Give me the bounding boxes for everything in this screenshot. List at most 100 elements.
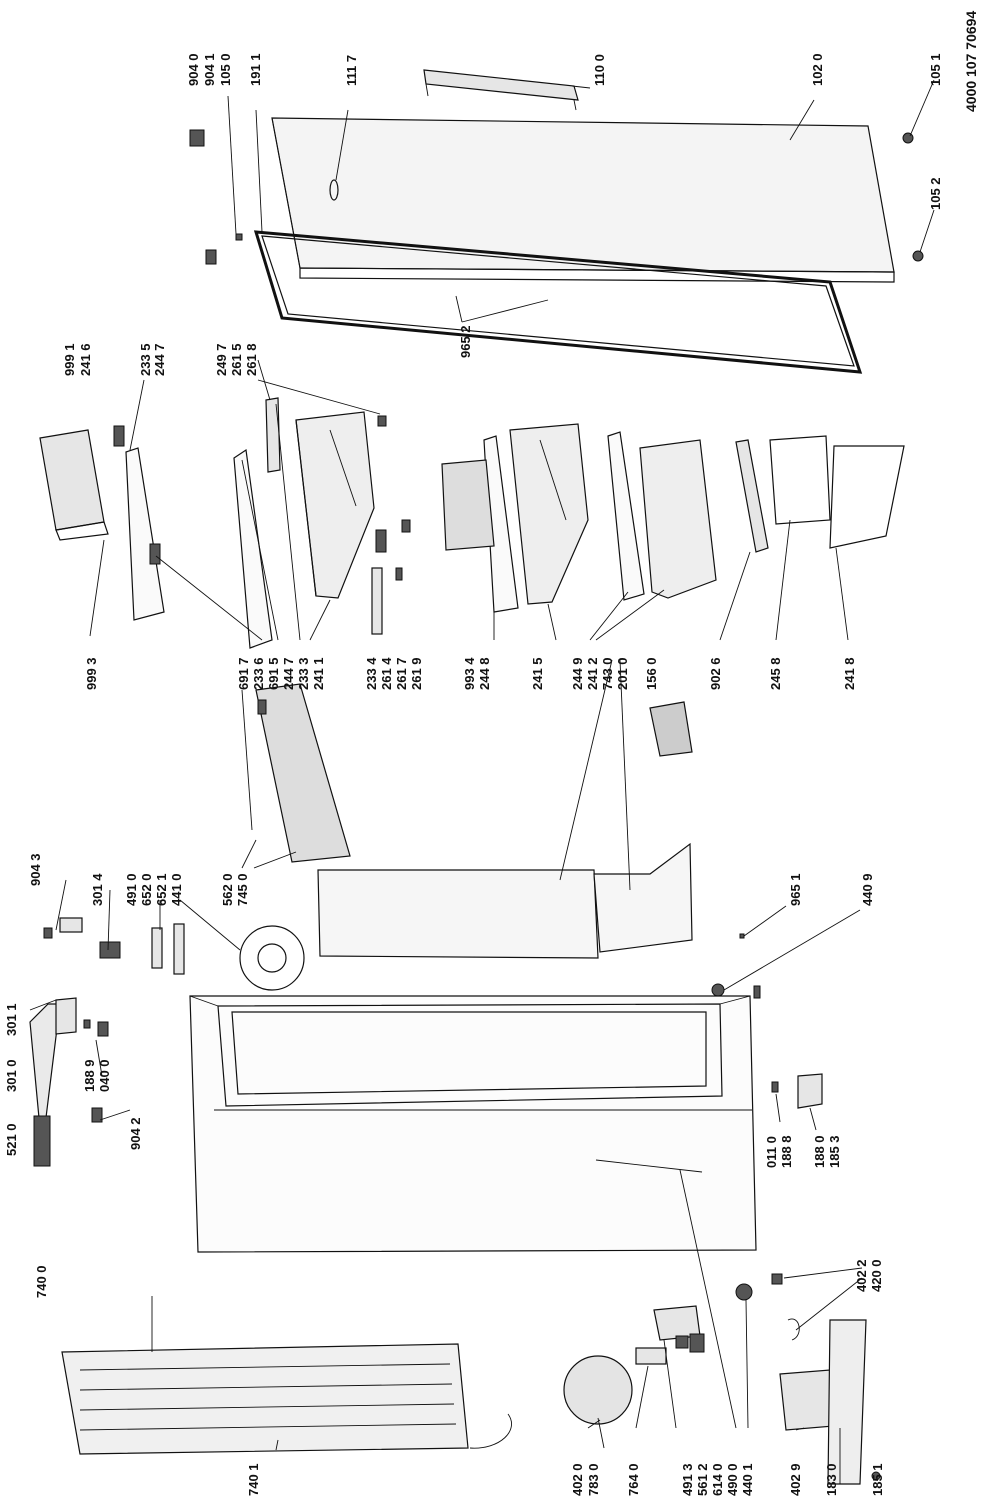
label-491-3: 491 3: [680, 1463, 695, 1496]
label-402-2: 402 2: [854, 1259, 869, 1292]
clip-small: [395, 567, 403, 581]
lower-back-panel: [593, 842, 693, 953]
top-flap: [39, 429, 109, 541]
plug: [753, 985, 761, 999]
base-cover: [797, 1073, 823, 1109]
label-011-0: 011 0: [764, 1136, 779, 1168]
clip-small-3: [377, 415, 387, 427]
drawer-3: [639, 439, 717, 599]
tray: [829, 445, 905, 549]
label-261-8: 261 8: [244, 343, 259, 376]
starter: [689, 1333, 705, 1353]
filter-156: [649, 701, 693, 757]
label-490-0: 490 0: [725, 1463, 740, 1496]
damper: [771, 1273, 783, 1285]
label-691-5: 691 5: [266, 657, 281, 690]
label-301-4: 301 4: [90, 873, 105, 906]
shelf-bracket-2: [149, 543, 161, 565]
label-965-1: 965 1: [788, 873, 803, 906]
grille: [441, 459, 495, 551]
spring-clip: [787, 1318, 800, 1341]
label-245-8: 245 8: [768, 657, 783, 690]
label-652-0: 652 0: [139, 873, 154, 906]
grommet: [711, 983, 725, 997]
label-904-2: 904 2: [128, 1117, 143, 1150]
rail-1: [265, 397, 281, 473]
label-904-3: 904 3: [28, 853, 43, 886]
label-402-9: 402 9: [788, 1463, 803, 1496]
label-783-0: 783 0: [586, 1463, 601, 1496]
label-244-7-top: 244 7: [152, 343, 167, 376]
sensor: [151, 927, 163, 969]
door-handle: [423, 69, 579, 111]
label-040-0: 040 0: [97, 1059, 112, 1092]
label-201-0: 201 0: [615, 657, 630, 690]
label-561-2: 561 2: [695, 1463, 710, 1496]
label-301-1: 301 1: [4, 1003, 19, 1036]
label-965-2: 965 2: [458, 325, 473, 358]
label-691-7: 691 7: [236, 657, 251, 690]
trim-strip: [735, 439, 769, 553]
control-panel: [29, 997, 109, 1167]
label-301-0: 301 0: [4, 1059, 19, 1092]
label-614-0: 614 0: [710, 1463, 725, 1496]
label-185-3: 185 3: [827, 1135, 842, 1168]
label-188-0: 188 0: [812, 1135, 827, 1168]
label-244-7: 244 7: [281, 657, 296, 690]
label-183-0: 183 0: [824, 1463, 839, 1496]
label-904-0: 904 0: [186, 53, 201, 86]
compressor: [563, 1355, 633, 1449]
label-244-8: 244 8: [477, 657, 492, 690]
wire-basket: [769, 435, 831, 525]
label-188-9: 188 9: [82, 1059, 97, 1092]
screw-011: [771, 1081, 779, 1093]
back-panel: [317, 869, 599, 959]
cabinet: [189, 995, 757, 1253]
rail-2: [371, 567, 383, 635]
rail-clip: [375, 529, 387, 553]
drawer-1: [295, 411, 375, 599]
label-191-1: 191 1: [248, 53, 263, 86]
label-241-8: 241 8: [842, 657, 857, 690]
evaporator: [241, 683, 351, 863]
label-261-5: 261 5: [229, 343, 244, 376]
label-102-0: 102 0: [810, 53, 825, 86]
label-261-9: 261 9: [409, 657, 424, 690]
labels: 904 0 904 1 105 0 191 1 111 7 110 0 102 …: [4, 11, 979, 1496]
label-110-0: 110 0: [592, 54, 607, 86]
label-999-1: 999 1: [62, 343, 77, 376]
label-249-7: 249 7: [214, 343, 229, 376]
condenser: [61, 1343, 512, 1455]
label-440-1: 440 1: [740, 1463, 755, 1496]
label-740-0: 740 0: [34, 1265, 49, 1298]
label-188-8: 188 8: [779, 1135, 794, 1168]
heater: [173, 923, 185, 975]
label-743-0: 743 0: [600, 657, 615, 690]
screw: [739, 933, 745, 939]
clip-small-2: [401, 519, 411, 533]
thermostat: [99, 941, 121, 959]
hinge-cover: [189, 129, 205, 147]
drawer-2: [509, 423, 589, 605]
fan-motor: [239, 925, 305, 991]
pin: [235, 233, 243, 241]
label-261-4: 261 4: [379, 657, 394, 690]
label-999-3: 999 3: [84, 657, 99, 690]
door-foot-2: [912, 250, 924, 262]
label-105-1: 105 1: [928, 53, 943, 86]
label-241-2: 241 2: [585, 657, 600, 690]
control-knob-cover: [59, 917, 83, 933]
evaporation-tray: [779, 1369, 835, 1431]
label-185-1: 185 1: [870, 1463, 885, 1496]
label-261-7: 261 7: [394, 657, 409, 690]
glass-shelf-1: [125, 447, 165, 621]
label-233-5: 233 5: [138, 343, 153, 376]
label-233-4: 233 4: [364, 657, 379, 690]
clip-904-3: [43, 927, 53, 939]
label-491-0: 491 0: [124, 873, 139, 906]
label-105-2: 105 2: [928, 177, 943, 210]
door-panel: [271, 117, 895, 283]
base-plate: [827, 1319, 867, 1485]
label-402-0: 402 0: [570, 1463, 585, 1496]
